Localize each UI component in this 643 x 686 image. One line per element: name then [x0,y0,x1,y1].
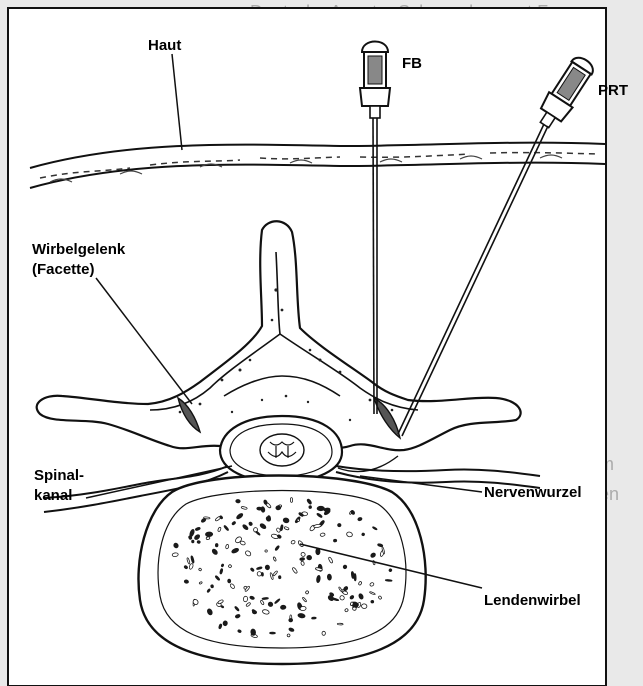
trabecula [300,557,305,560]
trabecula [210,585,213,589]
trabecula [371,600,374,603]
trabecula [192,540,194,543]
spinal-cord [260,434,304,466]
label-fb: FB [402,55,422,72]
trabecula [309,505,312,508]
trabecula [262,597,269,599]
label-prt: PRT [598,82,628,99]
trabecula [227,579,230,583]
trabecula [223,620,228,626]
trabecula [353,607,357,610]
trabecula [317,506,324,510]
trabecula [215,543,218,546]
trabecula [361,604,367,609]
trabecula [337,523,341,527]
trabecula [257,572,261,576]
spinal-canal [220,416,342,482]
trabecula [280,605,286,610]
trabecula [320,533,325,537]
label-skin: Haut [148,37,181,54]
label-facet-joint-line2: (Facette) [32,261,95,278]
trabecula [270,632,276,634]
trabecula [205,532,212,537]
trabecula [243,596,248,602]
trabecula [278,576,281,579]
label-spinal-canal-line1: Spinal- [34,467,84,484]
label-facet-joint-line1: Wirbelgelenk [32,241,126,258]
trabecula [206,537,210,540]
trabecula [290,498,292,503]
trabecula [250,629,256,636]
trabecula [204,517,211,519]
trabecula [236,499,241,503]
trabecula [327,574,332,580]
trabecula [312,617,317,619]
vertebral-body [138,476,425,665]
trabecula [337,623,343,625]
trabecula [287,634,290,637]
trabecula [276,506,281,510]
trabecula [289,618,293,622]
trabecula [265,565,270,570]
trabecula [385,579,392,581]
trabecula [265,550,268,552]
label-spinal-canal-line2: kanal [34,487,72,504]
label-nerve-root: Nervenwurzel [484,484,582,501]
trabecula [197,540,201,543]
trabecula [322,631,326,635]
trabecula [333,539,337,542]
label-vertebra: Lendenwirbel [484,592,581,609]
trabecula [172,553,178,557]
trabecula [300,606,306,611]
trabecula [184,580,189,584]
